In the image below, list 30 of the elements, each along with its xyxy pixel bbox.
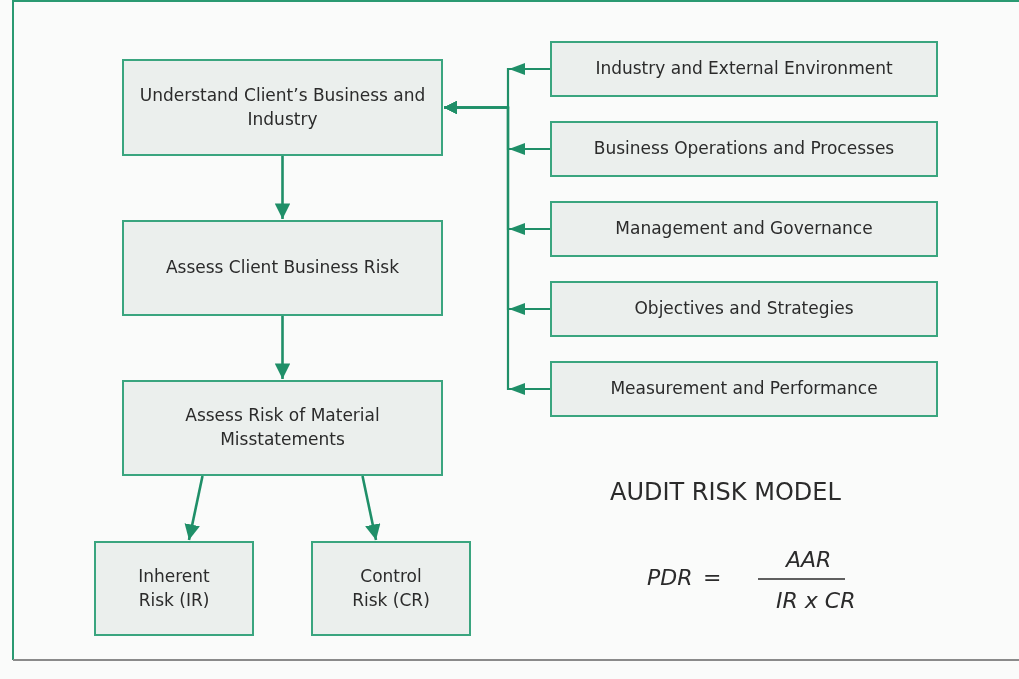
box-text: Control Risk (CR) (351, 564, 431, 612)
process-box (122, 220, 443, 316)
process-box (122, 380, 443, 476)
process-box (550, 41, 938, 97)
arrow (361, 475, 381, 541)
arrow (444, 100, 550, 391)
heading: AUDIT RISK MODEL (610, 478, 841, 506)
box-text: Industry and External Environment (595, 57, 893, 81)
arrow (184, 475, 204, 541)
box-text: Management and Governance (615, 217, 873, 241)
process-box (550, 281, 938, 337)
formula-text: = (703, 565, 722, 590)
arrow (274, 156, 291, 219)
box-text: Business Operations and Processes (593, 137, 895, 161)
process-box (94, 541, 254, 636)
process-box (550, 201, 938, 257)
process-box (122, 59, 443, 156)
process-box (550, 361, 938, 417)
formula-text: IR x CR (776, 588, 856, 613)
box-text: Assess Risk of Material Misstatements (184, 404, 381, 451)
box-text: Inherent Risk (IR) (137, 564, 211, 612)
box-text: Measurement and Performance (610, 377, 878, 401)
formula-text: AAR (786, 547, 832, 572)
box-text: Understand Client’s Business and Industry (138, 83, 427, 131)
arrow (274, 316, 291, 379)
box-text: Assess Client Business Risk (165, 256, 400, 280)
process-box (311, 541, 471, 636)
box-text: Objectives and Strategies (634, 297, 854, 321)
process-box (550, 121, 938, 177)
formula-text: PDR (647, 565, 693, 590)
